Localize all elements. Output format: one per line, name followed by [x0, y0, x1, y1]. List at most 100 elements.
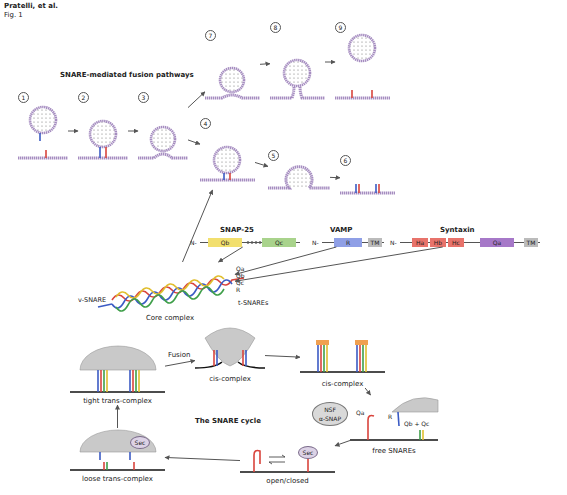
fusion-pathway-art [340, 192, 395, 195]
snare-cycle-art [205, 328, 255, 366]
snare-cycle-art [133, 462, 135, 470]
arrow-connector [188, 140, 200, 144]
callout-number: 3 [138, 92, 149, 103]
snare-cycle-art [70, 391, 165, 393]
fusion-stage: 2 [78, 92, 128, 170]
arrow-connector [260, 63, 270, 65]
stage-caption: cis-complex [300, 381, 385, 388]
fusion-pathway-art [78, 157, 128, 160]
snare-cycle-art [70, 469, 165, 471]
snare-cycle-art [254, 451, 260, 473]
snare-cycle-art [269, 455, 285, 464]
callout-number: 9 [335, 22, 346, 33]
snare-cycle-art [195, 362, 265, 368]
label: Qa [236, 266, 244, 272]
domain-label: Qa [480, 238, 514, 247]
label: Pratelli, et al. [4, 3, 58, 10]
label: Qa [356, 410, 364, 416]
core-complex: Core complex [105, 262, 235, 322]
fusion-stage: 9 [335, 22, 390, 102]
fusion-pathway-art [39, 133, 41, 141]
snare-cycle-art [99, 452, 101, 460]
arrow-connector [325, 62, 335, 63]
snare-cycle-art [419, 430, 421, 440]
arrow-connector [128, 131, 138, 132]
snare-cycle-art [355, 340, 368, 345]
snare-cycle-art [317, 345, 319, 372]
cycle-stage: tight trans-complex [70, 345, 165, 405]
fusion-pathway-art [371, 90, 373, 98]
fusion-stage: 3 [138, 92, 188, 170]
fusion-pathway-art [284, 60, 310, 86]
arrow-connector [365, 388, 370, 395]
fusion-pathway-art [205, 95, 260, 98]
cycle-stage: loose trans-complexSec [70, 428, 165, 483]
snare-cycle-art [97, 370, 99, 392]
fusion-pathway-art [45, 150, 47, 158]
label: Fig. 1 [4, 12, 23, 19]
snare-cycle-art [242, 350, 244, 366]
callout-number: 8 [270, 22, 281, 33]
label: N- [312, 240, 319, 246]
protein-name: α-SNAP [313, 416, 347, 422]
cycle-stage: cis-complex [300, 330, 385, 388]
stage-caption: tight trans-complex [70, 398, 165, 405]
snare-cycle-art [422, 430, 424, 440]
callout-number: 4 [200, 118, 211, 129]
snare-cycle-art [307, 459, 309, 472]
snare-cycle-art [100, 370, 102, 392]
snare-cycle-art [245, 350, 247, 366]
fusion-pathway-art [105, 147, 107, 158]
fusion-pathway-art [200, 179, 255, 182]
snare-cycle-art [132, 370, 134, 392]
label: R [388, 414, 392, 420]
protein-name: Sec [299, 450, 317, 456]
snare-cycle-art [350, 439, 438, 441]
arrow-connector [255, 162, 268, 166]
protein-name: NSF [313, 407, 347, 413]
snare-cycle-art [103, 462, 105, 470]
snare-cycle-art [356, 345, 358, 372]
snare-cycle-art [106, 370, 108, 392]
fusion-stage: 7 [205, 30, 260, 102]
domain-label: R [334, 238, 362, 247]
domain-label: Ha [412, 238, 428, 247]
fusion-pathway-art [151, 127, 175, 151]
nsf-ellipse: NSF α-SNAP [312, 402, 348, 426]
callout-number: 2 [78, 92, 89, 103]
arrow-connector [165, 361, 195, 367]
fusion-pathway-art [220, 68, 244, 92]
snare-cycle-art [213, 350, 215, 366]
snare-cycle-art [392, 398, 438, 412]
fusion-stage: 6 [340, 155, 395, 203]
label: Qb + Qc [404, 421, 429, 427]
arrow-connector [183, 190, 213, 262]
fusion-pathway-art [30, 107, 56, 133]
domain-bar: VAMPRTM [322, 238, 384, 247]
snare-cycle-art [398, 412, 399, 426]
arrow-connector [188, 92, 205, 108]
snare-cycle-art [138, 370, 140, 392]
protein-name: VAMP [330, 227, 352, 234]
snare-cycle-art [80, 346, 156, 370]
fusion-pathway-art [351, 90, 353, 98]
fusion-pathway-art [270, 87, 325, 98]
snare-cycle-art [80, 430, 156, 452]
arrow-connector [265, 356, 300, 358]
fusion-pathway-art [335, 97, 390, 100]
fusion-pathway-art [138, 154, 188, 158]
label: SNARE-mediated fusion pathways [60, 72, 194, 79]
cycle-stage: open/closedSec [240, 440, 335, 485]
domain-bar: SyntaxinHaHbHcQaTM [400, 238, 540, 247]
callout-number: 6 [340, 155, 351, 166]
label: Qc [236, 280, 244, 286]
edge-label: Fusion [168, 352, 190, 359]
cycle-stage: cis-complex [195, 325, 265, 383]
stage-caption: cis-complex [195, 376, 265, 383]
label: N- [390, 240, 397, 246]
fusion-stage: 8 [270, 22, 325, 102]
arrow-connector [117, 405, 118, 428]
label: The SNARE cycle [195, 418, 261, 425]
snare-cycle-art [326, 345, 328, 372]
